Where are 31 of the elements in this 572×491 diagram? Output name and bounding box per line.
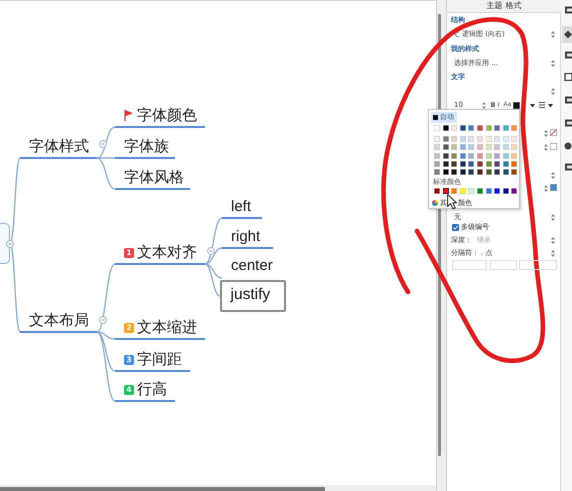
selected-topic-box: justify xyxy=(220,280,286,312)
underlined-topic: 字体族 xyxy=(115,138,175,159)
underlined-topic: left xyxy=(222,198,262,219)
connector xyxy=(96,331,116,372)
connector xyxy=(204,263,222,279)
underlined-topic xyxy=(115,244,205,265)
topic-text: 文本缩进 xyxy=(137,319,197,337)
connector xyxy=(204,217,222,265)
underlined-topic xyxy=(115,319,205,340)
connector xyxy=(96,264,116,332)
connector xyxy=(96,331,116,340)
underlined-topic: 文本布局 xyxy=(20,312,97,333)
topic-box xyxy=(0,223,10,264)
connector xyxy=(96,332,116,402)
topic-text: 文本对齐 xyxy=(137,244,197,262)
underlined-topic xyxy=(115,381,175,402)
underlined-topic xyxy=(115,351,190,372)
connector xyxy=(204,263,220,297)
underlined-topic: 字体样式 xyxy=(20,138,97,159)
topic-text: 行高 xyxy=(137,381,167,399)
panel-header: 主题 格式 xyxy=(447,0,561,13)
connector xyxy=(96,126,116,159)
topic-text: 字体颜色 xyxy=(137,107,197,125)
underlined-topic: right xyxy=(222,228,273,249)
connector xyxy=(97,157,115,159)
underlined-topic xyxy=(115,107,205,128)
underlined-topic: 字体风格 xyxy=(115,169,190,190)
connector xyxy=(204,247,222,265)
topic-text: center xyxy=(222,257,276,278)
connector xyxy=(96,157,116,190)
topic-text: 字间距 xyxy=(137,351,182,369)
